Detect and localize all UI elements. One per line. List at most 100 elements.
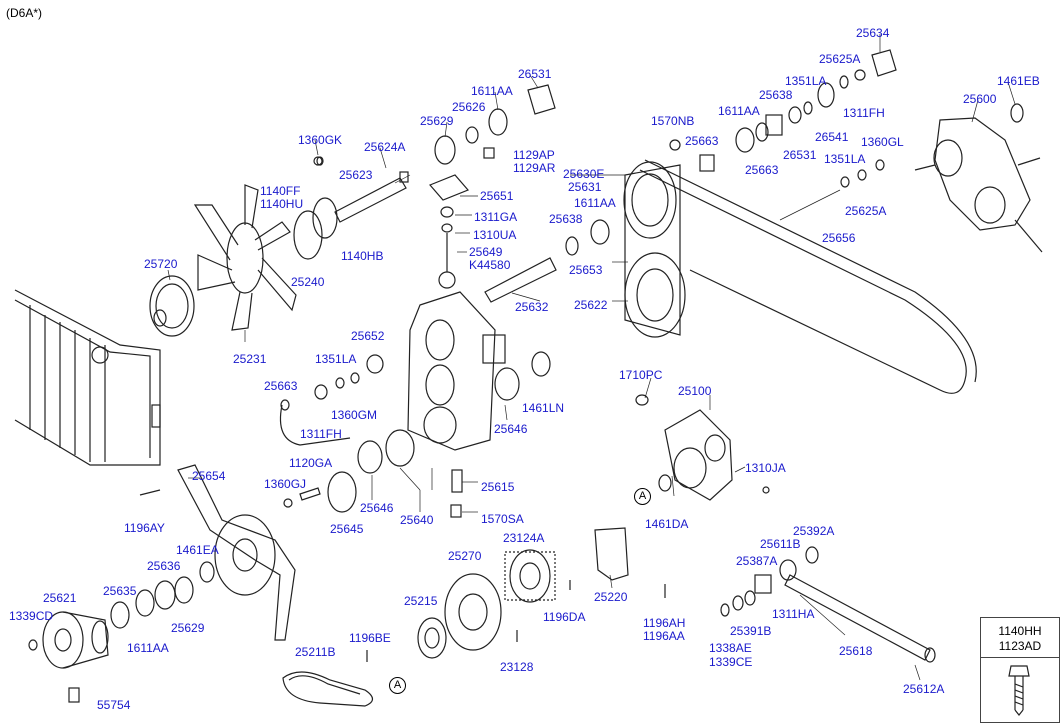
part-callout-55754: 55754 (97, 698, 131, 712)
part-callout-25240: 25240 (291, 275, 325, 289)
part-callout-25635: 25635 (103, 584, 137, 598)
part-callout-1140HB: 1140HB (341, 249, 384, 263)
model-code: (D6A*) (6, 6, 43, 20)
part-callout-1120GA: 1120GA (289, 456, 333, 470)
part-callout-1611AA_bot: 1611AA (127, 641, 169, 655)
part-callout-25629_top: 25629 (420, 114, 454, 128)
inset-label-1: 1140HH (998, 624, 1042, 638)
part-callout-1461DA: 1461DA (645, 517, 689, 531)
bolt-icon (1008, 665, 1030, 716)
part-callout-25638_top: 25638 (759, 88, 793, 102)
part-callout-1310JA: 1310JA (745, 461, 786, 475)
part-callout-25629_bot: 25629 (171, 621, 205, 635)
part-callout-1461EB: 1461EB (997, 74, 1040, 88)
part-callout-23128: 23128 (500, 660, 534, 674)
part-callout-1311FH_top: 1311FH (843, 106, 885, 120)
part-callout-1129AR: 1129AR (513, 161, 556, 175)
inset-label-2: 1123AD (998, 639, 1042, 653)
part-callout-25632: 25632 (515, 300, 549, 314)
part-callout-1461LN: 1461LN (522, 401, 565, 415)
fan-clutch (149, 275, 195, 337)
part-callout-1360GL: 1360GL (861, 135, 904, 149)
part-callout-25654: 25654 (192, 469, 226, 483)
part-callout-25651: 25651 (480, 189, 514, 203)
part-callout-1129AP: 1129AP (513, 148, 555, 162)
v-belt (282, 671, 374, 707)
part-callout-1196AH: 1196AH (643, 616, 686, 630)
part-callout-1196AY: 1196AY (124, 521, 165, 535)
part-callout-25392A: 25392A (793, 524, 835, 538)
damper (509, 549, 551, 603)
part-callout-1570SA: 1570SA (481, 512, 524, 526)
part-callout-26531_top: 26531 (518, 67, 552, 81)
tensioner-bracket (177, 464, 296, 641)
part-callout-1196AA: 1196AA (643, 629, 685, 643)
part-callout-25387A: 25387A (736, 554, 778, 568)
part-callout-1311HA: 1311HA (772, 607, 815, 621)
part-callout-25720: 25720 (144, 257, 178, 271)
part-callout-25640: 25640 (400, 513, 434, 527)
part-callout-25100: 25100 (678, 384, 712, 398)
part-callout-1351LA_mid: 1351LA (315, 352, 357, 366)
part-callout-26531_r: 26531 (783, 148, 817, 162)
bolt-inset: 1140HH 1123AD (980, 617, 1060, 723)
part-callout-25630E: 25630E (563, 167, 605, 181)
part-callout-25615: 25615 (481, 480, 515, 494)
crank-pulley (444, 573, 502, 651)
part-callout-25626: 25626 (452, 100, 486, 114)
fan-pulley-flange (293, 197, 338, 260)
part-callout-1310UA: 1310UA (473, 228, 517, 242)
reference-marker-a: A (634, 488, 651, 505)
part-callout-1351LA_r: 1351LA (824, 152, 866, 166)
part-callout-25391B: 25391B (730, 624, 772, 638)
part-callout-1196BE: 1196BE (349, 631, 391, 645)
cooling-fan (193, 184, 297, 331)
part-callout-25624A: 25624A (364, 140, 406, 154)
part-callout-23124A: 23124A (503, 531, 545, 545)
part-callout-25622: 25622 (574, 298, 608, 312)
water-pump (635, 394, 733, 501)
part-callout-25653: 25653 (569, 263, 603, 277)
part-callout-25652: 25652 (351, 329, 385, 343)
part-callout-1611AA_mid: 1611AA (574, 196, 616, 210)
part-callout-1140HU: 1140HU (260, 197, 304, 211)
housing-bracket (407, 291, 496, 451)
part-callout-25663_mid: 25663 (264, 379, 298, 393)
part-callout-1611AA_r: 1611AA (718, 104, 760, 118)
part-callout-1360GJ: 1360GJ (264, 477, 307, 491)
part-callout-25631: 25631 (568, 180, 602, 194)
part-callout-25634: 25634 (856, 26, 890, 40)
part-callout-1570NB: 1570NB (651, 114, 695, 128)
part-callout-26541: 26541 (815, 130, 849, 144)
part-callout-25220: 25220 (594, 590, 628, 604)
lower-pulley (624, 252, 686, 338)
idler-hub (42, 611, 109, 669)
part-callout-1351LA_top: 1351LA (785, 74, 827, 88)
part-callout-1339CE: 1339CE (709, 655, 753, 669)
part-callout-25663_r: 25663 (745, 163, 779, 177)
part-callout-25656: 25656 (822, 231, 856, 245)
part-callout-1140FF: 1140FF (260, 184, 301, 198)
part-callout-25623: 25623 (339, 168, 373, 182)
part-callout-25231: 25231 (233, 352, 267, 366)
part-callout-25625A_top: 25625A (819, 52, 861, 66)
part-callout-25646_top: 25646 (494, 422, 528, 436)
idler-shaft (334, 177, 407, 223)
part-callout-25270: 25270 (448, 549, 482, 563)
part-callout-K44580: K44580 (469, 258, 511, 272)
part-callout-1339CD: 1339CD (9, 609, 54, 623)
part-callout-1311GA: 1311GA (474, 210, 518, 224)
long-shaft (784, 574, 931, 661)
part-callout-25611B: 25611B (760, 537, 801, 551)
reference-marker-a: A (389, 677, 406, 694)
part-callout-25646_mid: 25646 (360, 501, 394, 515)
part-callout-1311FH_mid: 1311FH (300, 427, 342, 441)
part-callout-1338AE: 1338AE (709, 641, 752, 655)
part-callout-1196DA: 1196DA (543, 610, 586, 624)
drive-belt (639, 169, 967, 394)
part-callout-25649: 25649 (469, 245, 503, 259)
part-callout-1360GM: 1360GM (331, 408, 378, 422)
part-callout-25600: 25600 (963, 92, 997, 106)
